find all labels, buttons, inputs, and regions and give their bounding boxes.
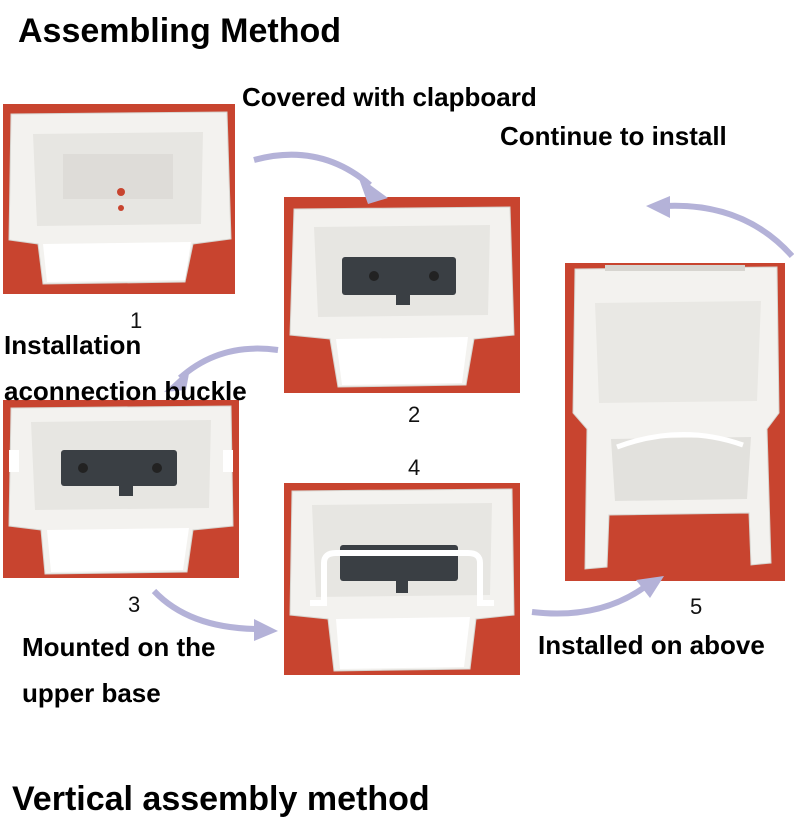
arrow-2-to-3-icon: [164, 345, 279, 392]
step-number-4: 4: [408, 455, 421, 480]
arrow-3-to-4-icon: [151, 588, 278, 641]
arrow-1-to-2-icon: [253, 151, 388, 204]
caption-installed-above: Installed on above: [538, 630, 765, 660]
footer-title: Vertical assembly method: [12, 780, 430, 818]
step-4-photo: [284, 483, 520, 675]
step-2-photo: [284, 197, 520, 393]
arrow-continue-icon: [646, 196, 794, 258]
arrow-4-to-5-icon: [531, 576, 664, 617]
step-1-photo: [3, 104, 235, 294]
step-3-photo: [3, 400, 239, 578]
step-number-5: 5: [690, 594, 703, 619]
page-title: Assembling Method: [18, 12, 342, 50]
step-number-2: 2: [408, 402, 421, 427]
caption-mounted-line2: upper base: [22, 678, 161, 708]
step-5-photo: [565, 263, 785, 581]
step-number-3: 3: [128, 592, 141, 617]
caption-covered: Covered with clapboard: [242, 82, 537, 112]
caption-installation: Installation: [4, 330, 142, 360]
step-number-1: 1: [130, 308, 143, 333]
caption-buckle: aconnection buckle: [4, 376, 247, 406]
caption-mounted-line1: Mounted on the: [22, 632, 216, 662]
caption-continue: Continue to install: [500, 121, 727, 151]
